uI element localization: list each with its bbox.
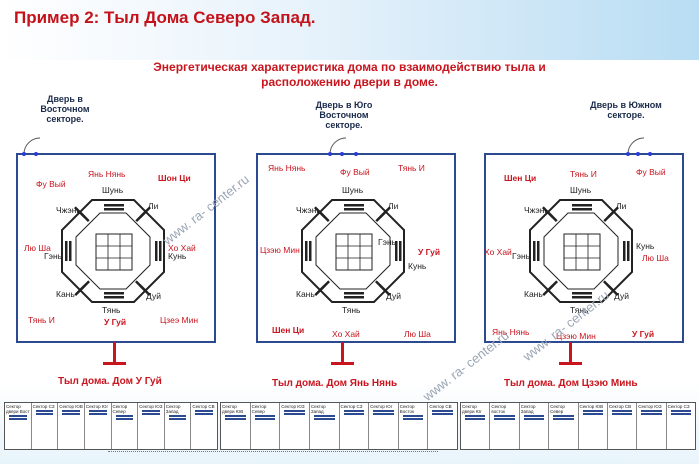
trigram-tyan: Тянь [342, 305, 361, 315]
bagua-octagon-3 [529, 199, 633, 303]
trigram-chzhen: Чжэнь [296, 205, 321, 215]
trigram-shun: Шунь [342, 185, 364, 195]
table-cell: Сектор Север [251, 403, 281, 449]
trigram-tyan: Тянь [570, 305, 589, 315]
label-tszeu-min: Цзеэ Мин [160, 315, 199, 325]
trigram-kan: Кань [524, 289, 543, 299]
table-cell: Сектор СВ [191, 403, 217, 449]
trigram-dui: Дуй [146, 291, 161, 301]
trigram-dui: Дуй [614, 291, 629, 301]
label-shen-tsi: Шен Ци [504, 173, 537, 183]
house-plan-3: Шен Ци Тянь И Фу Вый Хо Хай Лю Ша Янь Ня… [484, 153, 684, 343]
back-marker-base-1 [103, 362, 126, 365]
table-cell: Сектор Запад [520, 403, 550, 449]
sector-table-3: Сектор двери Юг Сектор восток Сектор Зап… [460, 402, 696, 450]
table-cell: Сектор Юг [85, 403, 112, 449]
trigram-tyan: Тянь [102, 305, 121, 315]
label-tszeu-min: Цзэю Мин [556, 331, 596, 341]
label-shon-tsi: Шон Ци [158, 173, 191, 183]
trigram-li: Ли [388, 201, 399, 211]
bagua-octagon-2 [301, 199, 405, 303]
subtitle-line-1: Энергетическая характеристика дома по вз… [153, 60, 546, 74]
header-band [0, 0, 699, 60]
label-fu-vyi: Фу Вый [36, 179, 66, 189]
table-cell: Сектор Юг [369, 403, 399, 449]
table-cell: Сектор СВ [428, 403, 457, 449]
trigram-kan: Кань [56, 289, 75, 299]
trigram-kun: Кунь [636, 241, 655, 251]
label-u-gui: У Гуй [418, 247, 441, 257]
trigram-chzhen: Чжэнь [524, 205, 549, 215]
trigram-kun: Кунь [168, 251, 187, 261]
house-plan-1: Фу Вый Янь Нянь Шон Ци Лю Ша Хо Хай Тянь… [16, 153, 216, 343]
label-tyan-i: Тянь И [398, 163, 425, 173]
trigram-gen: Гэнь [378, 237, 397, 247]
sector-table-2: Сектор двери ЮВ Сектор Север Сектор ЮЗ С… [220, 402, 458, 450]
table-cell: Сектор Восток [399, 403, 429, 449]
back-marker-1 [113, 342, 116, 364]
house-label-3: Тыл дома. Дом Цзэю Минь [504, 378, 638, 389]
table-cell: Сектор Север [549, 403, 579, 449]
back-marker-2 [341, 342, 344, 364]
label-shen-tsi: Шен Ци [272, 325, 305, 335]
trigram-gen: Гэнь [44, 251, 63, 261]
label-tyan-i: Тянь И [28, 315, 55, 325]
trigram-kan: Кань [296, 289, 315, 299]
table-cell: Сектор Север [112, 403, 139, 449]
back-marker-base-2 [331, 362, 354, 365]
back-marker-3 [569, 342, 572, 364]
label-lyu-sha: Лю Ша [404, 329, 431, 339]
table-cell: Сектор ЮВ [579, 403, 608, 449]
house-label-2: Тыл дома. Дом Янь Нянь [272, 378, 398, 389]
table-cell: Сектор СЗ [32, 403, 59, 449]
trigram-shun: Шунь [102, 185, 124, 195]
subtitle-line-2: расположению двери в доме. [261, 75, 438, 89]
label-ho-hai: Хо Хай [332, 329, 360, 339]
label-tyan-i: Тянь И [570, 169, 597, 179]
slide-title: Пример 2: Тыл Дома Северо Запад. [14, 8, 316, 27]
table-cell: Сектор ЮЗ [138, 403, 165, 449]
dotted-separator [108, 451, 438, 452]
table-cell: Сектор ЮЗ [637, 403, 667, 449]
trigram-kun: Кунь [408, 261, 427, 271]
house-label-1: Тыл дома. Дом У Гуй [58, 376, 162, 387]
table-cell: Сектор Запад [165, 403, 192, 449]
label-yan-nyan: Янь Нянь [492, 327, 530, 337]
label-fu-vyi: Фу Вый [340, 167, 370, 177]
table-cell: Сектор двери Вост [5, 403, 32, 449]
bagua-octagon-1 [61, 199, 165, 303]
table-cell: Сектор СВ [608, 403, 638, 449]
table-cell: Сектор СЗ [340, 403, 370, 449]
table-cell: Сектор Запад [310, 403, 340, 449]
label-yan-nyan: Янь Нянь [268, 163, 306, 173]
label-fu-vyi: Фу Вый [636, 167, 666, 177]
label-u-gui: У Гуй [104, 317, 127, 327]
label-ho-hai: Хо Хай [484, 247, 512, 257]
label-lyu-sha: Лю Ша [642, 253, 669, 263]
label-yan-nyan: Янь Нянь [88, 169, 126, 179]
label-lyu-sha: Лю Ша [24, 243, 51, 253]
table-cell: Сектор двери Юг [461, 403, 491, 449]
table-cell: Сектор ЮЗ [280, 403, 310, 449]
table-cell: Сектор ЮВ [58, 403, 85, 449]
table-cell: Сектор СЗ [667, 403, 695, 449]
trigram-chzhen: Чжэнь [56, 205, 81, 215]
trigram-dui: Дуй [386, 291, 401, 301]
back-marker-base-3 [559, 362, 582, 365]
trigram-li: Ли [148, 201, 159, 211]
trigram-gen: Гэнь [512, 251, 531, 261]
trigram-shun: Шунь [570, 185, 592, 195]
sector-table-1: Сектор двери Вост Сектор СЗ Сектор ЮВ Се… [4, 402, 218, 450]
table-cell: Сектор восток [490, 403, 520, 449]
table-cell: Сектор двери ЮВ [221, 403, 251, 449]
trigram-li: Ли [616, 201, 627, 211]
label-tszeu-min: Цзэю Мин [260, 245, 300, 255]
label-ho-hai: Хо Хай [168, 243, 196, 253]
house-plan-2: Янь Нянь Фу Вый Тянь И Цзэю Мин У Гуй Ше… [256, 153, 456, 343]
label-u-gui: У Гуй [632, 329, 655, 339]
